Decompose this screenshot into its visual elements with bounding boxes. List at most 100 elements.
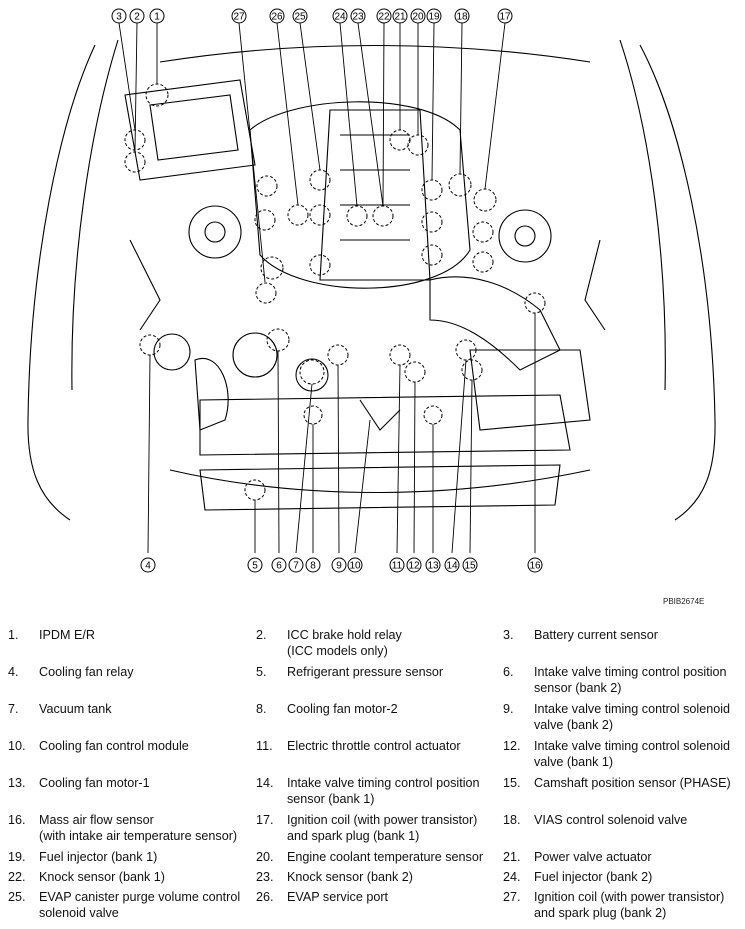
callout-number: 25 (294, 12, 306, 23)
legend-row: 1.IPDM E/R 2.ICC brake hold relay (ICC m… (8, 627, 743, 664)
legend-number: 5. (256, 665, 267, 679)
legend-number: 17. (256, 813, 274, 827)
component-legend: 1.IPDM E/R 2.ICC brake hold relay (ICC m… (8, 627, 743, 926)
legend-number: 8. (256, 702, 267, 716)
legend-row: 4. Cooling fan relay 5. Refrigerant pressu… (8, 664, 743, 701)
callout-number: 21 (394, 12, 406, 23)
callout-number: 27 (233, 12, 245, 23)
legend-text: Refrigerant pressure sensor (287, 665, 444, 679)
legend-number: 1. (8, 628, 19, 642)
legend-number: 9. (503, 702, 514, 716)
callout-18: 18 (454, 8, 470, 24)
figure-code: PBIB2674E (663, 597, 705, 606)
legend-number: 26. (256, 890, 274, 904)
legend-text: EVAP service port (287, 890, 389, 904)
legend-text: Intake valve timing control solenoid val… (534, 702, 731, 732)
callout-1: 1 (149, 8, 165, 24)
callout-20: 20 (410, 8, 426, 24)
legend-number: 22. (8, 870, 26, 884)
callout-number: 15 (464, 561, 476, 572)
legend-number: 16. (8, 813, 26, 827)
callout-number: 11 (392, 561, 403, 572)
callout-number: 23 (352, 12, 364, 23)
callout-number: 17 (499, 12, 511, 23)
callout-24: 24 (332, 8, 348, 24)
legend-text: Intake valve timing control position sen… (287, 776, 480, 806)
callout-number: 1 (154, 12, 160, 23)
legend-number: 20. (256, 850, 274, 864)
callout-number: 3 (116, 12, 122, 23)
legend-number: 23. (256, 870, 274, 884)
callout-number: 4 (145, 561, 151, 572)
legend-text: Electric throttle control actuator (287, 739, 461, 753)
legend-number: 12. (503, 739, 521, 753)
legend-number: 4. (8, 665, 19, 679)
top-callouts: 3 2 1 27 26 25 24 23 22 21 20 19 18 17 (111, 8, 513, 24)
callout-15: 15 (462, 557, 478, 573)
legend-number: 21. (503, 850, 521, 864)
legend-text: Cooling fan relay (39, 665, 134, 679)
legend-number: 24. (503, 870, 521, 884)
callout-17: 17 (497, 8, 513, 24)
callout-number: 18 (456, 12, 468, 23)
legend-row: 7. Vacuum tank 8. Cooling fan motor-2 9. In… (8, 701, 743, 738)
callout-11: 11 (389, 557, 405, 573)
callout-number: 9 (336, 561, 342, 572)
callout-number: 20 (412, 12, 424, 23)
callout-number: 2 (134, 12, 140, 23)
callout-number: 7 (293, 561, 299, 572)
legend-number: 3. (503, 628, 514, 642)
legend-number: 10. (8, 739, 26, 753)
legend-text: Cooling fan control module (39, 739, 189, 753)
legend-text: VIAS control solenoid valve (534, 813, 688, 827)
callout-number: 16 (529, 561, 541, 572)
legend-text: EVAP canister purge volume control solen… (39, 890, 241, 920)
legend-text: Fuel injector (bank 1) (39, 850, 158, 864)
callout-12: 12 (406, 557, 422, 573)
legend-text: Engine coolant temperature sensor (287, 850, 484, 864)
legend-row: 25.EVAP canister purge volume control so… (8, 889, 743, 926)
legend-number: 14. (256, 776, 274, 790)
legend-row: 13.Cooling fan motor-1 14.Intake valve t… (8, 775, 743, 812)
callout-number: 19 (428, 12, 440, 23)
legend-number: 15. (503, 776, 521, 790)
legend-row: 22. Knock sensor (bank 1) 23. Knock sensor… (8, 869, 743, 889)
callout-number: 5 (252, 561, 258, 572)
callout-8: 8 (305, 557, 321, 573)
legend-row: 19. Fuel injector (bank 1) 20. Engine cool… (8, 849, 743, 869)
legend-number: 19. (8, 850, 26, 864)
callout-7: 7 (288, 557, 304, 573)
legend-text: Power valve actuator (534, 850, 652, 864)
callout-21: 21 (392, 8, 408, 24)
legend-number: 11. (256, 739, 273, 753)
callout-3: 3 (111, 8, 127, 24)
legend-number: 7. (8, 702, 19, 716)
callout-14: 14 (444, 557, 460, 573)
legend-text: Battery current sensor (534, 628, 658, 642)
legend-text: Intake valve timing control solenoid val… (534, 739, 731, 769)
callout-number: 24 (334, 12, 346, 23)
legend-text: Knock sensor (bank 2) (287, 870, 413, 884)
callout-number: 8 (310, 561, 316, 572)
legend-row: 10. Cooling fan control module 11. Electri… (8, 738, 743, 775)
callout-number: 13 (427, 561, 439, 572)
callout-9: 9 (331, 557, 347, 573)
legend-number: 13. (8, 776, 26, 790)
callout-number: 14 (446, 561, 458, 572)
legend-text: Fuel injector (bank 2) (534, 870, 653, 884)
callout-13: 13 (425, 557, 441, 573)
legend-number: 18. (503, 813, 521, 827)
legend-text: Mass air flow sensor (with intake air te… (39, 813, 238, 843)
callout-4: 4 (140, 557, 156, 573)
legend-text: Vacuum tank (39, 702, 112, 716)
callout-23: 23 (350, 8, 366, 24)
callout-25: 25 (292, 8, 308, 24)
legend-text: Knock sensor (bank 1) (39, 870, 165, 884)
legend-text: Camshaft position sensor (PHASE) (534, 776, 731, 790)
legend-text: IPDM E/R (39, 628, 95, 642)
callout-2: 2 (129, 8, 145, 24)
callout-19: 19 (426, 8, 442, 24)
callout-6: 6 (271, 557, 287, 573)
callout-22: 22 (376, 8, 392, 24)
legend-text: Cooling fan motor-2 (287, 702, 398, 716)
